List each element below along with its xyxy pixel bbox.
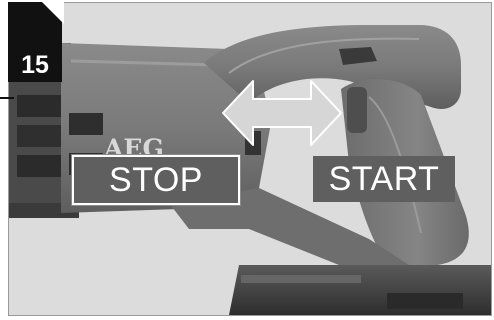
step-number: 15 <box>8 50 62 80</box>
start-label: START <box>313 156 455 202</box>
stop-label: STOP <box>72 155 240 205</box>
trigger <box>347 87 367 133</box>
edge-rule <box>0 97 14 99</box>
